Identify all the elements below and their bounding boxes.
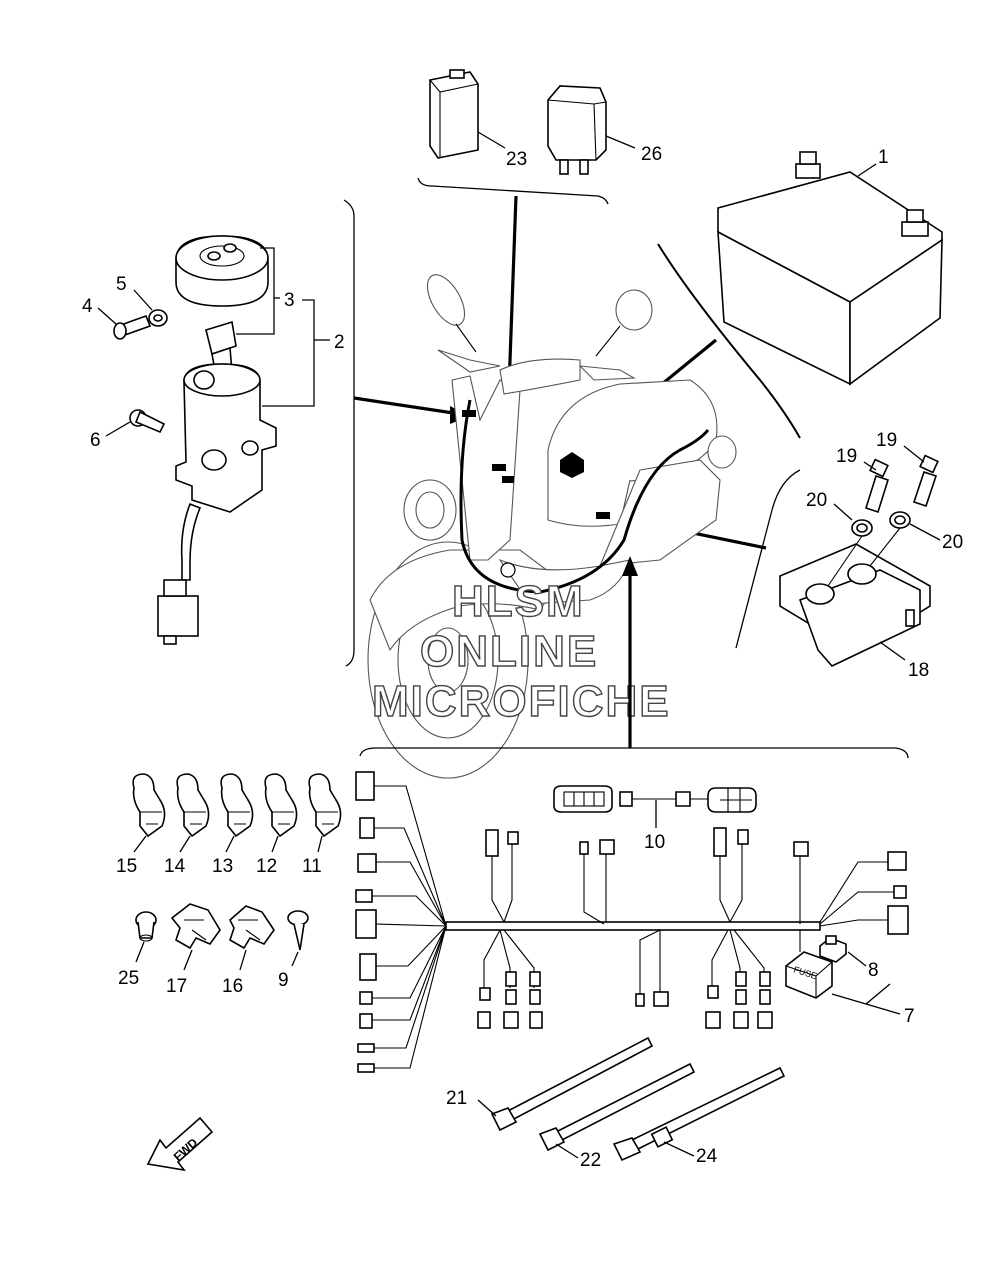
callout-1: 1 bbox=[878, 147, 889, 168]
callout-13: 13 bbox=[212, 856, 233, 877]
motorcycle-outline bbox=[367, 274, 737, 779]
part-8-fuse[interactable] bbox=[819, 935, 847, 963]
callout-11: 11 bbox=[302, 856, 322, 877]
callout-16: 16 bbox=[222, 976, 243, 997]
part-15-clamp[interactable] bbox=[132, 773, 166, 838]
part-18-bracket[interactable] bbox=[779, 543, 931, 667]
callout-12: 12 bbox=[256, 856, 277, 877]
part-20-washer-right[interactable] bbox=[889, 511, 911, 529]
watermark-line-1: HLSM bbox=[452, 577, 585, 626]
part-20-washer-left[interactable] bbox=[851, 519, 873, 537]
part-12-clamp[interactable] bbox=[264, 773, 298, 838]
part-6-bolt[interactable] bbox=[129, 409, 166, 434]
part-10-sub-lead[interactable] bbox=[553, 785, 757, 813]
part-1-battery[interactable] bbox=[717, 151, 943, 386]
callout-20b: 20 bbox=[942, 532, 963, 553]
part-16-holder[interactable] bbox=[229, 905, 275, 950]
callout-14: 14 bbox=[164, 856, 186, 877]
watermark-line-3: MICROFICHE bbox=[372, 677, 671, 726]
callout-15: 15 bbox=[116, 856, 137, 877]
part-5-washer[interactable] bbox=[148, 309, 168, 327]
callout-17: 17 bbox=[166, 976, 187, 997]
part-19-bolt-left[interactable] bbox=[865, 458, 889, 514]
callout-18: 18 bbox=[908, 660, 929, 681]
forward-direction-arrow-icon: FWD bbox=[146, 1116, 214, 1172]
part-13-clamp[interactable] bbox=[220, 773, 254, 838]
part-14-clamp[interactable] bbox=[176, 773, 210, 838]
callout-2: 2 bbox=[334, 332, 345, 353]
part-4-screw[interactable] bbox=[113, 314, 152, 340]
callout-10: 10 bbox=[644, 832, 665, 853]
callout-19b: 19 bbox=[876, 430, 897, 451]
part-22-cable-tie[interactable] bbox=[538, 1062, 696, 1152]
callout-6: 6 bbox=[90, 430, 101, 451]
callout-21: 21 bbox=[446, 1088, 467, 1109]
callout-8: 8 bbox=[868, 960, 879, 981]
callout-19a: 19 bbox=[836, 446, 857, 467]
watermark-line-2: ONLINE bbox=[420, 627, 598, 676]
callout-23: 23 bbox=[506, 149, 527, 170]
callout-22: 22 bbox=[580, 1150, 601, 1171]
part-7-wire-harness[interactable]: FUSE bbox=[355, 771, 909, 1073]
part-24-cable-tie[interactable] bbox=[612, 1066, 786, 1162]
part-3-switch-cover[interactable] bbox=[175, 235, 269, 307]
callout-24: 24 bbox=[696, 1146, 718, 1167]
callout-4: 4 bbox=[82, 296, 93, 317]
callout-26: 26 bbox=[641, 144, 662, 165]
part-25-grommet[interactable] bbox=[135, 911, 157, 942]
part-23-control-unit[interactable] bbox=[429, 69, 479, 159]
callout-9: 9 bbox=[278, 970, 289, 991]
callout-7: 7 bbox=[904, 1006, 915, 1027]
part-26-relay[interactable] bbox=[547, 85, 607, 175]
part-17-holder[interactable] bbox=[170, 903, 221, 950]
part-21-cable-tie[interactable] bbox=[490, 1036, 654, 1132]
part-11-clamp[interactable] bbox=[308, 773, 342, 838]
part-19-bolt-right[interactable] bbox=[912, 454, 939, 508]
callout-5: 5 bbox=[116, 274, 127, 295]
callout-3: 3 bbox=[284, 290, 295, 311]
callout-20a: 20 bbox=[806, 490, 827, 511]
part-2-main-switch[interactable] bbox=[157, 363, 277, 645]
callout-25: 25 bbox=[118, 968, 139, 989]
part-9-rivet[interactable] bbox=[287, 910, 309, 951]
